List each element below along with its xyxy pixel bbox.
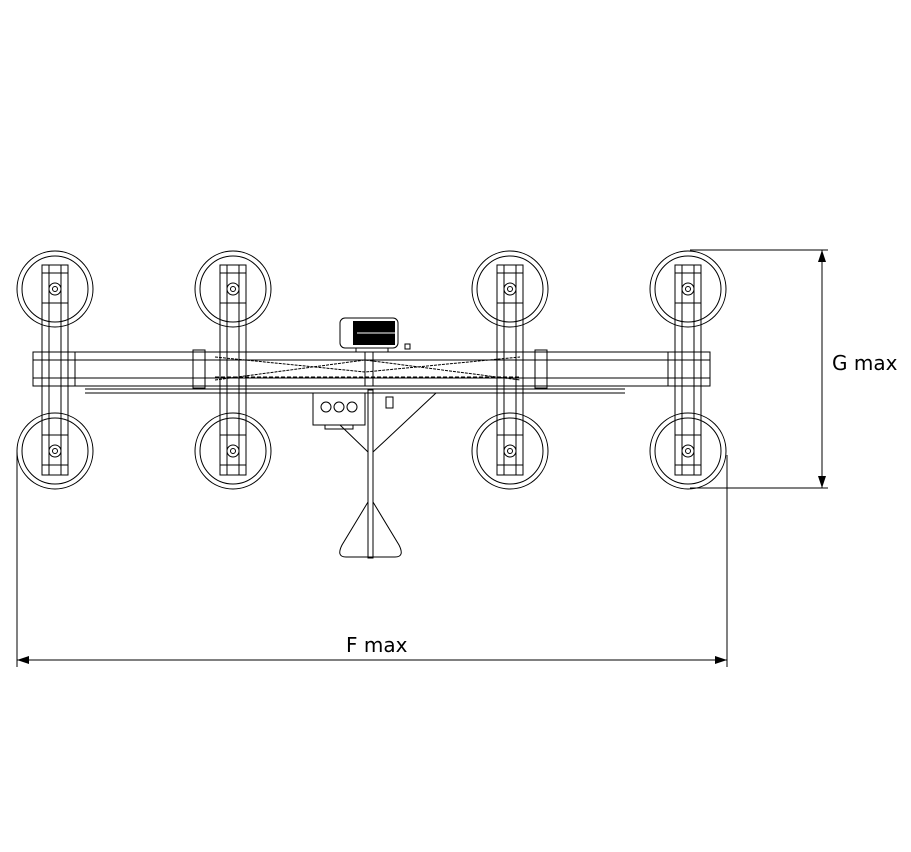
suction-pad xyxy=(471,250,549,328)
pad-arm xyxy=(41,264,69,476)
suction-pads xyxy=(16,250,727,490)
handle xyxy=(339,389,437,559)
width-dimension-label: F max xyxy=(346,633,408,657)
height-dimension-label: G max xyxy=(832,351,898,375)
motor xyxy=(339,317,411,353)
pad-arm xyxy=(674,264,702,476)
control-box xyxy=(312,392,394,430)
suction-pad xyxy=(471,412,549,490)
dimension-lines xyxy=(16,249,828,667)
chain-drive xyxy=(214,351,521,387)
suction-pad xyxy=(649,412,727,490)
suction-pad xyxy=(16,412,94,490)
pad-arm xyxy=(496,264,524,476)
suction-pad xyxy=(194,250,272,328)
suction-pad xyxy=(649,250,727,328)
suction-pad xyxy=(194,412,272,490)
pad-arm xyxy=(219,264,247,476)
suction-pad xyxy=(16,250,94,328)
